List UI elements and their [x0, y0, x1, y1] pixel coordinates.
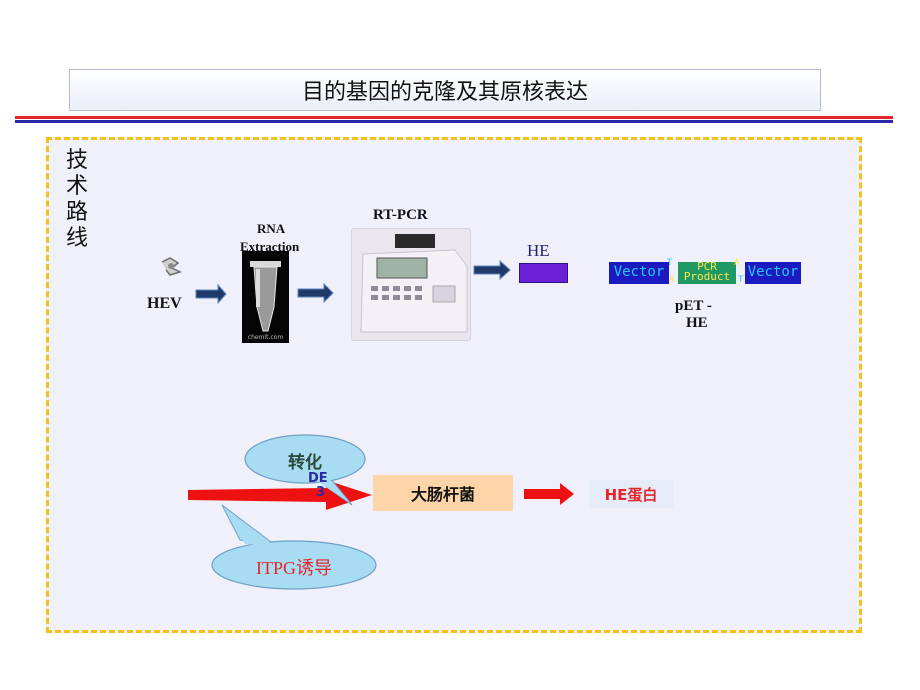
title-rule-red [15, 116, 893, 119]
a-mark-right: A [734, 258, 740, 268]
thermocycler-icon [360, 234, 468, 333]
host-box: 大肠杆菌 [373, 475, 513, 511]
t-mark-right: T [738, 275, 744, 285]
de3-label: DE 3 [308, 472, 328, 500]
he-gene-bar [519, 263, 568, 283]
de3-line1: DE [308, 471, 328, 486]
a-mark-left: A [669, 275, 675, 285]
induction-bubble [211, 504, 377, 590]
title-rule-blue [15, 120, 893, 123]
t-mark-left: T [667, 258, 673, 268]
page-title: 目的基因的克隆及其原核表达 [69, 69, 821, 111]
arrow-host-to-protein [524, 483, 574, 505]
vector-right: Vector [745, 262, 801, 284]
extraction-label: Extraction [240, 239, 300, 254]
vector-left: Vector [609, 262, 669, 284]
rt-pcr-label: RT-PCR [373, 207, 428, 223]
he-gene-label: HE [527, 241, 550, 260]
arrow-rna-to-rtpcr [297, 282, 334, 304]
arrow-rtpcr-to-he [473, 259, 511, 281]
induction-label: ITPG诱导 [256, 558, 332, 578]
protein-box: HE蛋白 [589, 480, 673, 508]
vector-right-text: Vector [747, 264, 799, 280]
tube-caption: chemlt.com [248, 334, 284, 341]
arrow-transform-to-host [188, 480, 372, 510]
transform-bubble [244, 434, 366, 506]
rna-tube-image: chemlt.com [242, 251, 289, 343]
arrow-hev-to-rna [195, 283, 227, 305]
section-label: 技术路线 [66, 148, 89, 251]
plasmid-label-line2: HE [686, 315, 708, 331]
thermocycler-image [351, 228, 471, 341]
transform-label: 转化 [288, 453, 322, 473]
pcr-product: PCR Product [678, 262, 736, 284]
host-label: 大肠杆菌 [410, 485, 475, 504]
pcr-product-line1: PCR [697, 262, 717, 273]
page-title-text: 目的基因的克隆及其原核表达 [301, 80, 588, 105]
rna-label: RNA [257, 221, 286, 236]
protein-label: HE蛋白 [604, 485, 658, 504]
pcr-product-line2: Product [683, 270, 731, 283]
tube-icon: chemlt.com [248, 261, 284, 341]
vector-left-text: Vector [613, 264, 665, 280]
hev-label: HEV [147, 295, 182, 312]
workflow-panel [46, 137, 862, 633]
de3-line2: 3 [316, 485, 326, 500]
plasmid-label-line1: pET - [675, 298, 712, 314]
virus-icon [161, 257, 183, 276]
